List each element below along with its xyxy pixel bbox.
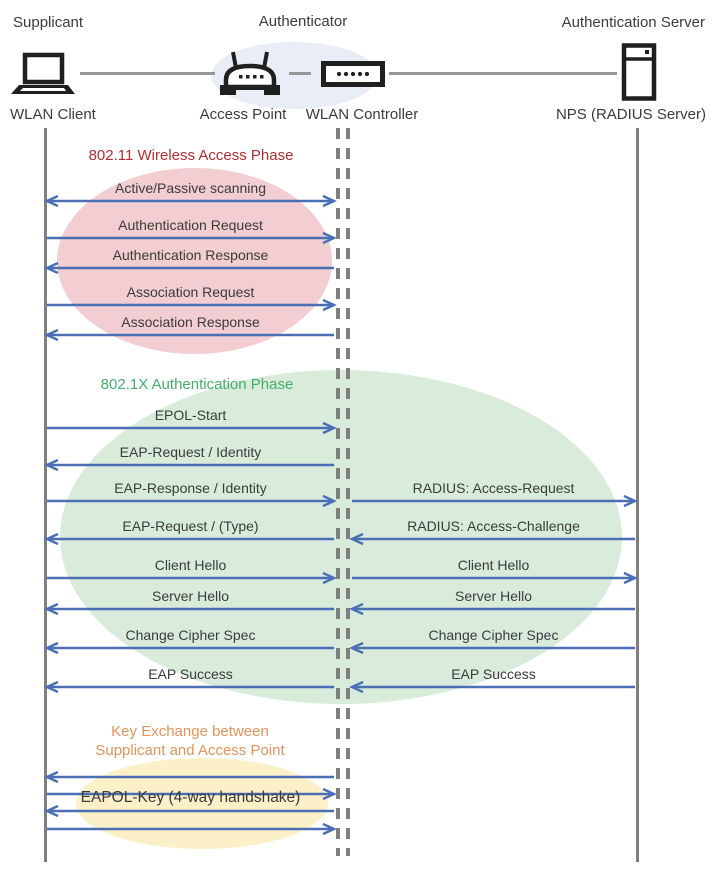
phase-title-wireless-access: 802.11 Wireless Access Phase [88, 147, 294, 164]
controller-lifeline-dashed-left [336, 128, 340, 856]
controller-lifeline-dashed-right [346, 128, 350, 856]
message-arrow-both [44, 194, 337, 208]
client-lifeline [44, 128, 47, 862]
device-label-wlan-client: WLAN Client [10, 106, 96, 123]
message-arrow-right [47, 494, 337, 508]
message-label: EAP-Request / Identity [119, 444, 262, 460]
message-label: RADIUS: Access-Request [412, 480, 575, 496]
phase-title-dot1x-auth: 802.1X Authentication Phase [100, 376, 294, 393]
phase-title-key-exchange-line1: Key Exchange between [111, 723, 269, 740]
message-arrow-left [44, 532, 334, 546]
device-label-access-point: Access Point [199, 106, 287, 123]
message-label: Association Request [126, 284, 255, 300]
message-label: Client Hello [154, 557, 227, 573]
message-arrow-left [44, 680, 334, 694]
message-label: Change Cipher Spec [125, 627, 256, 643]
message-label: Server Hello [454, 588, 533, 604]
phase-title-key-exchange-line2: Supplicant and Access Point [95, 742, 285, 759]
message-arrow-right [47, 787, 337, 801]
message-label: EAP-Response / Identity [114, 480, 267, 496]
device-label-wlan-controller: WLAN Controller [305, 106, 419, 123]
message-label: Authentication Response [112, 247, 269, 263]
phase-title-key-exchange: Key Exchange between Supplicant and Acce… [95, 722, 284, 760]
laptop-icon [11, 52, 75, 94]
message-label: EPOL-Start [154, 407, 227, 423]
message-arrow-right [47, 421, 337, 435]
message-arrow-left [44, 804, 334, 818]
message-arrow-left [44, 770, 334, 784]
message-arrow-left [349, 602, 635, 616]
message-arrow-right [47, 231, 337, 245]
message-arrow-left [349, 532, 635, 546]
connector-ap-to-controller [289, 72, 311, 75]
message-arrow-right [47, 298, 337, 312]
message-label: Client Hello [457, 557, 530, 573]
message-arrow-left [349, 680, 635, 694]
message-arrow-left [44, 458, 334, 472]
device-label-nps-radius-server: NPS (RADIUS Server) [555, 106, 706, 123]
message-label: RADIUS: Access-Challenge [407, 518, 580, 534]
server-icon [621, 43, 657, 101]
message-arrow-left [349, 641, 635, 655]
access-point-icon [220, 51, 280, 95]
message-arrow-left [44, 641, 334, 655]
message-arrow-right [352, 571, 638, 585]
message-label: Server Hello [151, 588, 230, 604]
wlan-controller-icon [321, 61, 385, 87]
actor-role-authentication-server: Authentication Server [561, 14, 705, 31]
message-arrow-right [47, 571, 337, 585]
message-label: Active/Passive scanning [115, 180, 266, 196]
message-label: EAP-Request / (Type) [122, 518, 259, 534]
message-arrow-right [47, 822, 337, 836]
message-label: Change Cipher Spec [428, 627, 559, 643]
message-label: Authentication Request [118, 217, 263, 233]
actor-role-supplicant: Supplicant [13, 14, 84, 31]
phase-ellipse-wireless-access [57, 168, 332, 354]
message-arrow-right [352, 494, 638, 508]
server-lifeline [636, 128, 639, 862]
connector-controller-to-server [389, 72, 617, 75]
actor-role-authenticator: Authenticator [258, 13, 348, 30]
message-label: Association Response [121, 314, 260, 330]
message-label: EAP Success [451, 666, 536, 682]
message-arrow-left [44, 261, 334, 275]
message-label: EAPOL-Key (4-way handshake) [80, 789, 301, 806]
message-label: EAP Success [148, 666, 233, 682]
phase-ellipse-key-exchange [76, 758, 328, 849]
connector-client-to-ap [80, 72, 215, 75]
message-arrow-left [44, 602, 334, 616]
message-arrow-left [44, 328, 334, 342]
